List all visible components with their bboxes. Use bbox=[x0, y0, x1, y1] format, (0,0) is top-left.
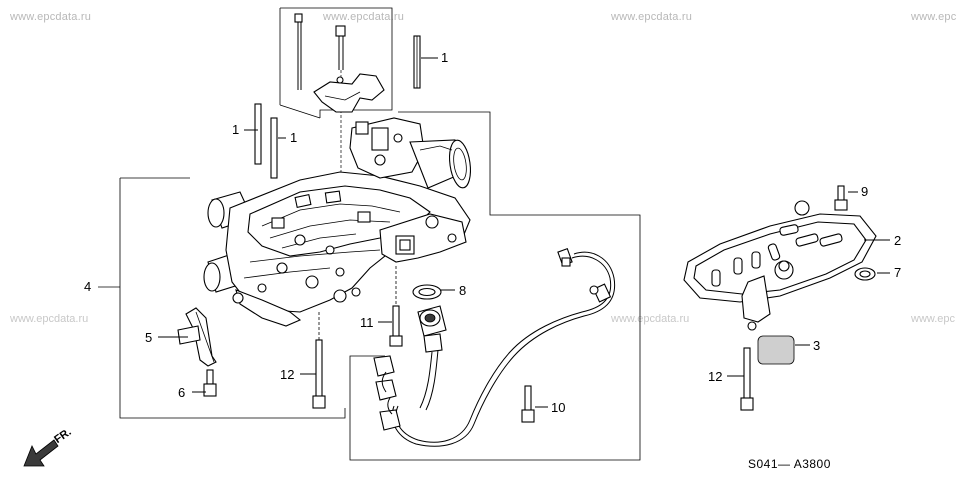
oil-strainer bbox=[683, 200, 877, 331]
callout-8: 8 bbox=[459, 283, 467, 298]
valve-body-assembly bbox=[203, 171, 471, 327]
dowel-pin-left-b bbox=[270, 117, 278, 179]
watermark-mid-left: www.epcdata.ru bbox=[10, 313, 89, 325]
callout-1-mid: 1 bbox=[290, 130, 298, 145]
callout-6: 6 bbox=[178, 385, 186, 400]
diagram-code: S041— A3800 bbox=[748, 457, 831, 471]
filter-pad bbox=[757, 335, 795, 365]
leader-lines bbox=[158, 57, 890, 408]
callout-5: 5 bbox=[145, 330, 153, 345]
top-bracket bbox=[313, 73, 385, 113]
callout-3: 3 bbox=[813, 338, 821, 353]
callout-11: 11 bbox=[360, 315, 374, 330]
bolt-11 bbox=[389, 266, 403, 347]
watermark-right: www.epcdata.ru bbox=[611, 11, 693, 23]
watermark-center: www.epcdata.ru bbox=[323, 11, 405, 23]
callout-7: 7 bbox=[894, 265, 902, 280]
bolt-10 bbox=[521, 385, 535, 423]
washer-7 bbox=[854, 267, 876, 281]
bolt-9 bbox=[834, 185, 848, 211]
solenoid-block bbox=[349, 117, 472, 189]
dowel-pin-top bbox=[413, 35, 421, 89]
detent-spring bbox=[177, 307, 217, 367]
dowel-pin-left-a bbox=[254, 103, 262, 165]
bolt-12-right bbox=[740, 347, 754, 411]
watermark-left: www.epcdata.ru bbox=[10, 11, 92, 23]
callout-9: 9 bbox=[861, 184, 869, 199]
callout-4: 4 bbox=[84, 279, 92, 294]
callout-12-right: 12 bbox=[708, 369, 723, 384]
assembly-outline bbox=[98, 7, 641, 461]
bolt-12-left bbox=[312, 312, 326, 409]
bolt-6 bbox=[203, 369, 217, 397]
callout-10: 10 bbox=[551, 400, 566, 415]
top-bolt-short bbox=[335, 25, 346, 70]
o-ring bbox=[412, 284, 442, 300]
callout-12-left: 12 bbox=[280, 367, 295, 382]
top-bolt-long bbox=[294, 13, 303, 90]
watermark-mid-far-right: www.epc bbox=[911, 313, 956, 325]
callout-1-top: 1 bbox=[441, 50, 449, 65]
callout-1-left: 1 bbox=[232, 122, 240, 137]
callout-2: 2 bbox=[894, 233, 902, 248]
front-direction-arrow-icon bbox=[23, 439, 59, 467]
watermark-mid-right: www.epcdata.ru bbox=[611, 313, 690, 325]
wire-harness bbox=[373, 248, 616, 447]
watermark-far-right: www.epc bbox=[911, 11, 957, 23]
